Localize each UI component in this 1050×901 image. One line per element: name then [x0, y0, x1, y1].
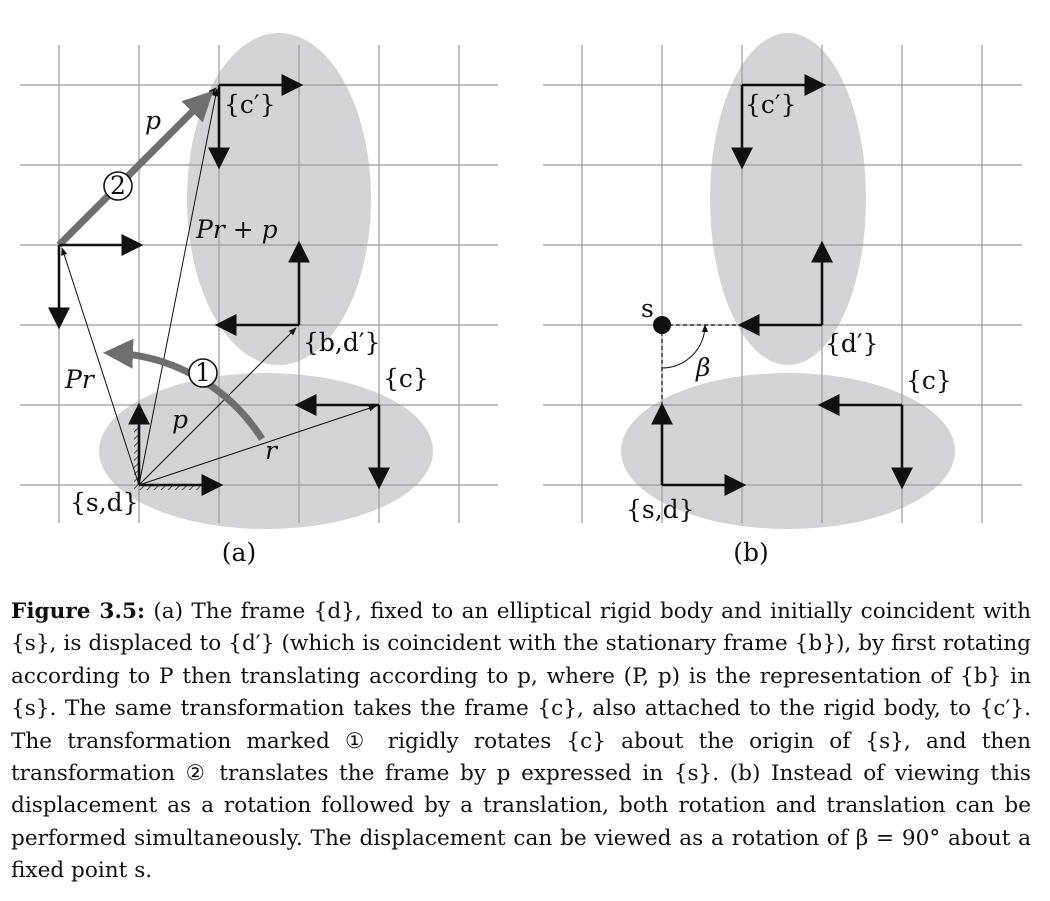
vector-Pr-plus-p [138, 88, 219, 486]
label-beta: β [695, 353, 710, 382]
label-c-a: {c} [383, 364, 429, 393]
figure-caption: Figure 3.5: (a) The frame {d}, fixed to … [11, 596, 1031, 888]
panel-b: s β {s,d} {d′} {c} {c′} (b) [543, 33, 1022, 567]
label-s-point: s [641, 294, 654, 323]
label-s-d-a: {s,d} [70, 488, 139, 517]
label-dprime-b: {d′} [825, 329, 879, 358]
step-marker-2: 2 [103, 171, 133, 201]
panel-a-label: (a) [222, 538, 256, 567]
vector-Pr [61, 247, 140, 486]
rigid-body-displaced-b [710, 33, 866, 365]
label-cprime-b: {c′} [745, 90, 797, 119]
grid-b [543, 45, 1022, 523]
label-p-low: p [172, 405, 188, 434]
vector-r [138, 405, 377, 486]
translation-arrow-2 [56, 90, 214, 248]
step-marker-1: 1 [188, 358, 218, 388]
beta-arc [661, 324, 709, 369]
fixed-point-s [653, 316, 671, 334]
label-s-d-b: {s,d} [626, 495, 695, 524]
caption-text: (a) The frame {d}, fixed to an elliptica… [11, 599, 1031, 884]
rigid-body-initial-b [621, 373, 955, 529]
label-p-top: p [145, 106, 161, 135]
panel-a: 1 2 {s,d} {b,d′} {c} {c′} p p r Pr Pr + … [20, 33, 498, 567]
frames-b [651, 74, 913, 496]
rigid-body-displaced [187, 33, 371, 365]
label-b-dprime: {b,d′} [303, 328, 380, 357]
step-2-text: 2 [110, 171, 126, 200]
label-cprime-a: {c′} [224, 90, 276, 119]
label-c-b: {c} [906, 366, 952, 395]
frames-a [48, 74, 390, 496]
step-1-text: 1 [195, 358, 211, 387]
vector-p-low [138, 327, 297, 486]
caption-figure-number: Figure 3.5: [11, 599, 145, 624]
label-Pr: Pr [64, 365, 96, 394]
panel-b-label: (b) [733, 538, 769, 567]
label-r: r [265, 436, 279, 465]
label-Pr-plus-p: Pr + p [195, 215, 278, 244]
figure-3-5: 1 2 {s,d} {b,d′} {c} {c′} p p r Pr Pr + … [20, 33, 1022, 567]
